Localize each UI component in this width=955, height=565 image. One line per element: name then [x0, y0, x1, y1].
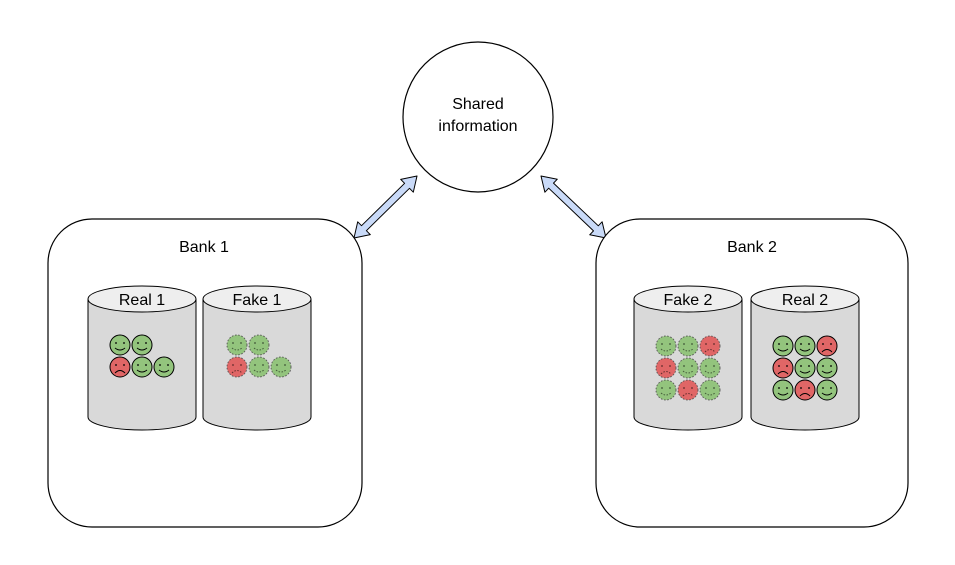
happy-face-icon [131, 356, 153, 378]
shared-information-node: Shared information [402, 41, 554, 193]
fake-happy-face-icon [699, 357, 721, 379]
happy-face-icon [772, 335, 794, 357]
database-label: Fake 1 [233, 292, 282, 309]
happy-face-icon [816, 379, 838, 401]
database-label: Real 2 [782, 292, 828, 309]
cylinder-top [202, 285, 312, 313]
fake-sad-face-icon [677, 379, 699, 401]
cylinder-top [633, 285, 743, 313]
database-real-1: Real 1 [87, 285, 197, 431]
fake-happy-face-icon [226, 334, 248, 356]
happy-face-icon [794, 357, 816, 379]
happy-face-icon [153, 356, 175, 378]
bank-1-title: Bank 1 [179, 239, 229, 256]
fake-happy-face-icon [248, 334, 270, 356]
shared-label-line2: information [438, 118, 517, 135]
fake-sad-face-icon [699, 335, 721, 357]
fake-sad-face-icon [226, 356, 248, 378]
fake-happy-face-icon [248, 356, 270, 378]
happy-face-icon [794, 335, 816, 357]
fake-happy-face-icon [655, 335, 677, 357]
fake-happy-face-icon [677, 357, 699, 379]
sad-face-icon [772, 357, 794, 379]
fake-happy-face-icon [677, 335, 699, 357]
bank-1: Bank 1 Real 1 Fake 1 [47, 218, 363, 528]
database-label: Fake 2 [664, 292, 713, 309]
fake-happy-face-icon [655, 379, 677, 401]
sad-face-icon [794, 379, 816, 401]
database-fake-1: Fake 1 [202, 285, 312, 431]
database-fake-2: Fake 2 [633, 285, 743, 431]
happy-face-icon [816, 357, 838, 379]
shared-label-line1: Shared [452, 96, 504, 113]
database-label: Real 1 [119, 292, 165, 309]
database-real-2: Real 2 [750, 285, 860, 431]
fake-happy-face-icon [270, 356, 292, 378]
arrow-bank2-shared [540, 175, 607, 239]
bank-2-title: Bank 2 [727, 239, 777, 256]
happy-face-icon [109, 334, 131, 356]
fake-sad-face-icon [655, 357, 677, 379]
sad-face-icon [816, 335, 838, 357]
bank-2: Bank 2 Fake 2 Real 2 [595, 218, 909, 528]
cylinder-top [750, 285, 860, 313]
cylinder-top [87, 285, 197, 313]
sad-face-icon [109, 356, 131, 378]
happy-face-icon [772, 379, 794, 401]
fake-happy-face-icon [699, 379, 721, 401]
arrow-bank1-shared [353, 175, 418, 239]
happy-face-icon [131, 334, 153, 356]
